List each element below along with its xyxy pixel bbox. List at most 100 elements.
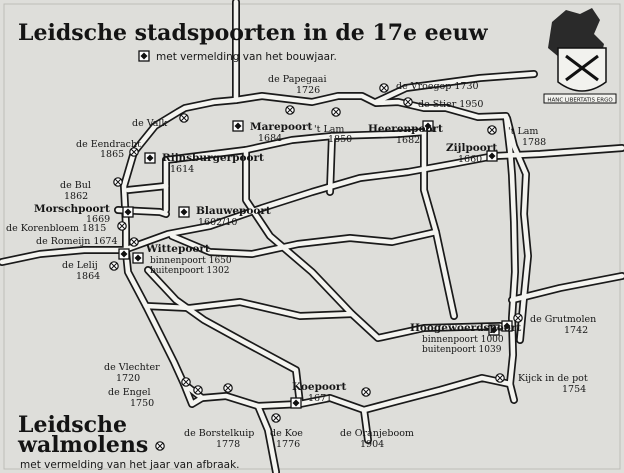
mill-label: de Engel: [108, 387, 151, 398]
gate-marepoort[interactable]: Marepoort 1684: [232, 120, 313, 144]
mill-label: 't Lam: [314, 124, 344, 135]
mill-t-lam-1788[interactable]: 't Lam 1788: [487, 125, 546, 148]
windmill-legend-subtitle: met vermelding van het jaar van afbraak.: [20, 459, 240, 471]
gate-detail-inner: binnenpoort 1000: [422, 335, 504, 345]
windmill-legend-icon: [155, 441, 165, 451]
mill-de-grutmolen[interactable]: de Grutmolen 1742: [513, 313, 596, 336]
mill-de-koe[interactable]: de Koe 1776: [270, 413, 303, 450]
mill-label: 't Lam: [508, 126, 538, 137]
windmill-icon: [379, 83, 389, 93]
gate-rijnsburgerpoort[interactable]: Rijnsburgerpoort 1614: [144, 152, 264, 175]
gate-label: Zijlpoort: [446, 142, 497, 154]
mill-year: 1788: [522, 137, 546, 148]
mill-year: 1904: [360, 439, 384, 450]
windmill-icon: [271, 413, 281, 423]
windmill-icon: [223, 383, 233, 393]
mill-de-eendracht[interactable]: de Eendracht 1865: [76, 139, 141, 160]
gate-year: 1660: [458, 154, 482, 165]
windmill-icon: [403, 97, 413, 107]
mill-label: de Valk: [132, 118, 167, 129]
mill-t-lam-1850[interactable]: 't Lam 1850: [314, 107, 352, 145]
windmill-icon: [331, 107, 341, 117]
mill-de-borstelkuip[interactable]: de Borstelkuip 1778: [184, 383, 254, 450]
windmill-icon: [129, 237, 139, 247]
mill-label: de Romeijn 1674: [36, 236, 118, 247]
mill-de-valk[interactable]: de Valk: [132, 113, 189, 129]
gate-blauwepoort[interactable]: Blauwepoort 1602/10: [178, 205, 271, 228]
gate-label: Koepoort: [292, 381, 346, 393]
mill-year: 1720: [116, 373, 140, 384]
mill-year: 1750: [130, 398, 154, 409]
gate-year: 1671: [308, 393, 332, 404]
mill-label: de Koe: [270, 428, 303, 439]
city-gates: Marepoort 1684 Rijnsburgerpoort 1614 Hee…: [34, 120, 521, 409]
mill-label: Kijck in de pot: [518, 373, 588, 384]
leiden-crest: HANC LIBERTATIS ERGO: [543, 8, 617, 104]
gate-wittepoort[interactable]: Wittepoort binnenpoort 1650 buitenpoort …: [118, 243, 232, 276]
mill-de-oranjeboom[interactable]: de Oranjeboom 1904: [340, 387, 414, 450]
mill-year: 1742: [564, 325, 588, 336]
mill-kijck-in-de-pot[interactable]: Kijck in de pot 1754: [495, 373, 588, 395]
gate-detail-outer: buitenpoort 1302: [150, 266, 229, 276]
gate-year: 1684: [258, 133, 282, 144]
mill-de-korenbloem[interactable]: de Korenbloem 1815: [6, 221, 127, 234]
gate-label: Rijnsburgerpoort: [162, 152, 264, 164]
map-title: Leidsche stadspoorten in de 17e eeuw: [18, 20, 489, 46]
mill-year: 1850: [328, 134, 352, 145]
gate-koepoort[interactable]: Koepoort 1671: [290, 381, 346, 409]
mill-label: de Grutmolen: [530, 314, 596, 325]
mill-de-lelij[interactable]: de Lelij 1864: [62, 260, 119, 282]
windmill-icon: [193, 385, 203, 395]
mill-label: de Stier 1950: [418, 99, 483, 110]
windmill-icon: [285, 105, 295, 115]
gate-legend-icon: [138, 50, 150, 62]
gate-zijlpoort[interactable]: Zijlpoort 1660: [446, 142, 498, 165]
gate-icon: [144, 152, 156, 164]
windmill-icon: [117, 221, 127, 231]
windmill-icon: [513, 313, 523, 323]
mill-de-vroegop[interactable]: de Vroegop 1730: [379, 81, 479, 93]
windmill-legend: Leidsche walmolens met vermelding van he…: [17, 412, 240, 471]
gate-morschpoort[interactable]: Morschpoort 1669: [34, 203, 134, 225]
mill-year: 1754: [562, 384, 586, 395]
mill-year: 1726: [296, 85, 320, 96]
gate-hoogewoerdspoort[interactable]: Hoogewoerdspoort binnenpoort 1000 buiten…: [410, 320, 521, 355]
mill-de-vlechter[interactable]: de Vlechter 1720: [104, 362, 191, 387]
mill-label: de Eendracht: [76, 139, 141, 150]
gate-icon: [132, 252, 144, 264]
mill-year: 1778: [216, 439, 240, 450]
gate-year: 1669: [86, 214, 110, 225]
mill-de-romeijn[interactable]: de Romeijn 1674: [36, 236, 139, 247]
windmill-icon: [179, 113, 189, 123]
mill-de-engel[interactable]: de Engel 1750: [108, 385, 203, 409]
gate-icon: [122, 206, 134, 218]
windmill-icon: [113, 177, 123, 187]
gate-detail-inner: binnenpoort 1650: [150, 256, 232, 266]
gate-label: Marepoort: [250, 121, 313, 133]
mill-label: de Vroegop 1730: [396, 81, 479, 92]
mill-label: de Vlechter: [104, 362, 160, 373]
mill-year: 1776: [276, 439, 300, 450]
windmill-legend-title-2: walmolens: [17, 432, 148, 458]
gate-label: Hoogewoerdspoort: [410, 322, 521, 334]
gate-year: 1614: [170, 164, 194, 175]
mill-label: de Bul: [60, 180, 91, 191]
gate-label: Blauwepoort: [196, 205, 271, 217]
gate-icon: [290, 397, 302, 409]
windmill-icon: [181, 377, 191, 387]
mill-label: de Borstelkuip: [184, 428, 254, 439]
map-subtitle: met vermelding van het bouwjaar.: [156, 51, 337, 63]
mill-de-stier[interactable]: de Stier 1950: [403, 97, 484, 110]
gate-heerenpoort[interactable]: Heerenpoort 1682: [368, 120, 443, 146]
windmill-legend-title-1: Leidsche: [18, 412, 127, 438]
gate-icon: [178, 206, 190, 218]
mill-de-papegaai[interactable]: de Papegaai 1726: [268, 74, 327, 115]
mill-de-bul[interactable]: de Bul 1862: [60, 177, 123, 202]
gate-icon: [232, 120, 244, 132]
mill-year: 1864: [76, 271, 100, 282]
gate-detail-outer: buitenpoort 1039: [422, 345, 502, 355]
mill-label: de Korenbloem 1815: [6, 223, 106, 234]
gate-year: 1602/10: [198, 217, 237, 228]
windmill-icon: [495, 373, 505, 383]
